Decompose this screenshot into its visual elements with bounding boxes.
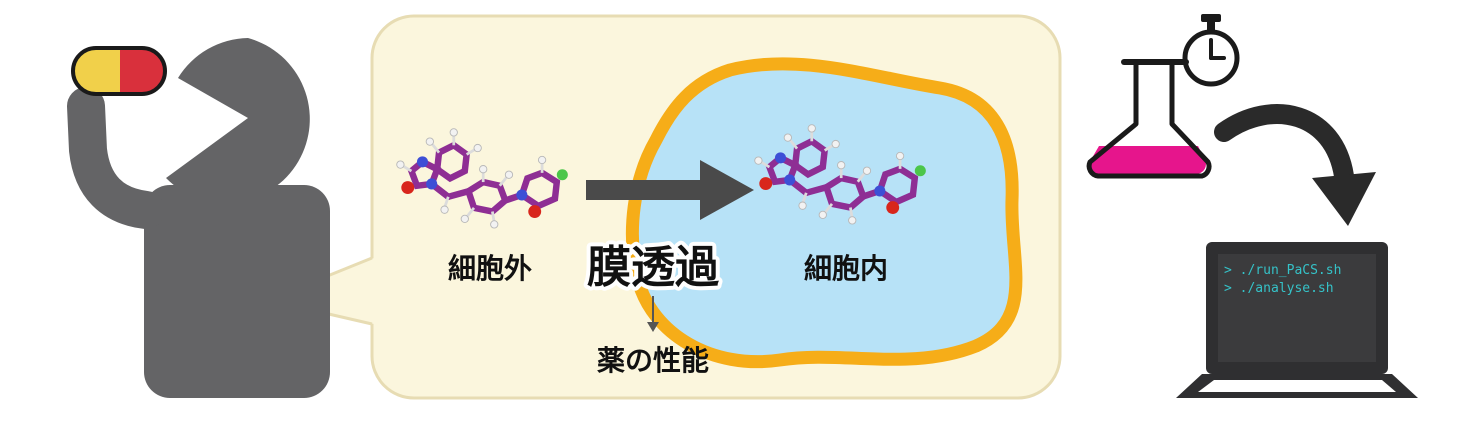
down-arrow — [647, 296, 659, 332]
person-silhouette-icon — [67, 38, 330, 398]
flask-icon — [1086, 59, 1212, 179]
stopwatch-icon — [1182, 14, 1240, 87]
label-extracellular: 細胞外 — [448, 252, 532, 285]
permeation-arrow — [586, 160, 754, 220]
pill-capsule-icon — [71, 46, 167, 96]
laptop-icon — [1176, 242, 1418, 398]
terminal-line-2: > ./analyse.sh — [1224, 281, 1334, 296]
terminal-line-1: > ./run_PaCS.sh — [1224, 263, 1341, 278]
label-membrane-permeation: 膜透過 — [587, 242, 720, 293]
curved-arrow — [1214, 104, 1376, 226]
label-drug-performance: 薬の性能 — [597, 344, 709, 377]
label-intracellular: 細胞内 — [804, 252, 888, 285]
